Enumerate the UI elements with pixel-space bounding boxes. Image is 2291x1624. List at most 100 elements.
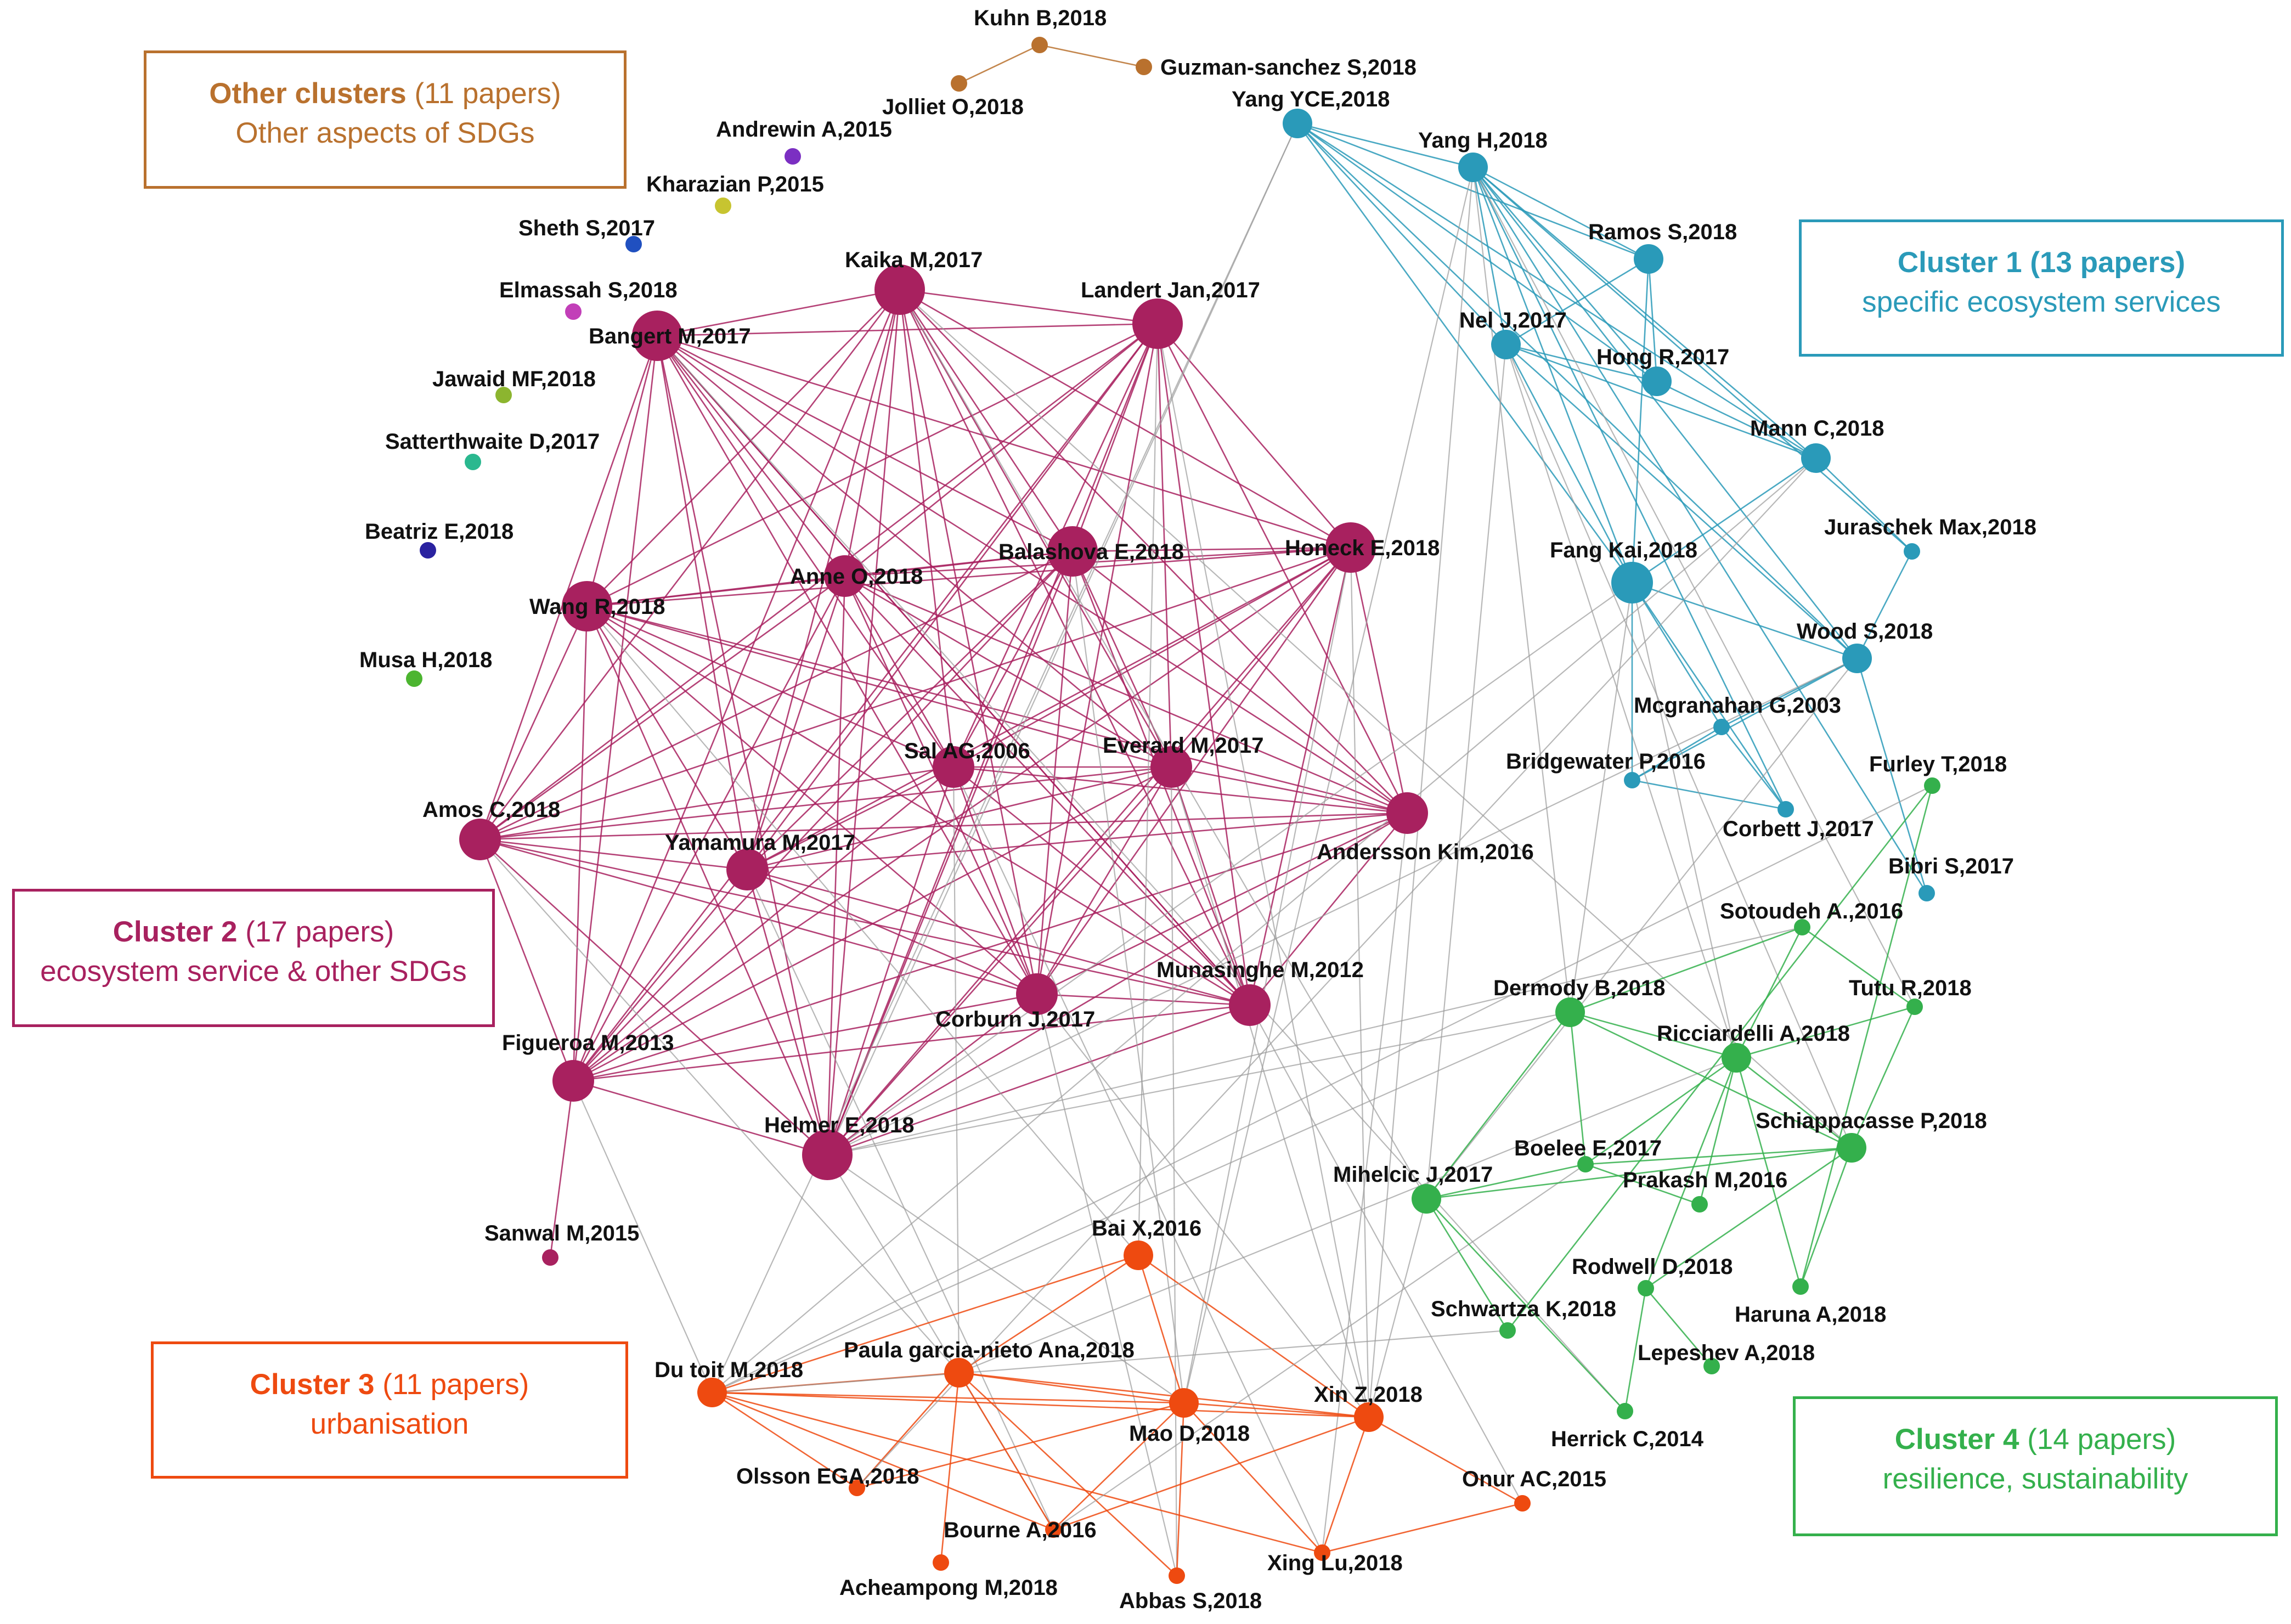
node-musa[interactable]	[406, 670, 422, 687]
edge-bangert-amos	[479, 335, 658, 840]
legend-cluster-3: Cluster 3 (11 papers) urbanisation	[151, 1341, 628, 1479]
edge-mcgranahan-corbett	[1720, 726, 1787, 810]
node-beatriz[interactable]	[420, 542, 436, 559]
node-fangkai[interactable]	[1611, 562, 1653, 604]
legend-cluster4-count: (14 papers)	[2019, 1423, 2176, 1456]
node-xinz[interactable]	[1354, 1402, 1384, 1432]
node-prakash[interactable]	[1691, 1196, 1708, 1213]
node-corburn[interactable]	[1016, 973, 1058, 1015]
edge-anneo-amos	[479, 575, 845, 841]
node-juraschek[interactable]	[1904, 543, 1920, 560]
node-furley[interactable]	[1924, 777, 1940, 794]
edge-kaika-anneo	[844, 289, 901, 577]
node-bourne[interactable]	[1045, 1521, 1062, 1538]
node-acheampong[interactable]	[933, 1554, 949, 1571]
node-bangert[interactable]	[632, 311, 682, 361]
node-herrick[interactable]	[1617, 1403, 1633, 1419]
node-rodwell[interactable]	[1638, 1280, 1654, 1296]
edge-mcgranahan-bridgewater	[1632, 726, 1722, 781]
node-xinglu[interactable]	[1314, 1544, 1330, 1561]
node-dutoit[interactable]	[697, 1378, 727, 1407]
edge-wangr-helmer	[586, 606, 828, 1155]
node-landert[interactable]	[1132, 298, 1183, 349]
edge-dermody-schiappacasse	[1570, 1011, 1852, 1149]
node-jolliet[interactable]	[951, 75, 967, 92]
node-sotoudeh[interactable]	[1794, 919, 1810, 935]
node-honeck[interactable]	[1325, 522, 1376, 573]
edge-xinz-xinglu	[1321, 1417, 1370, 1553]
node-ramos[interactable]	[1634, 244, 1663, 274]
edge-paula-olsson	[856, 1372, 960, 1488]
node-schiappacasse[interactable]	[1837, 1133, 1866, 1163]
node-everard[interactable]	[1150, 746, 1192, 788]
edge-yangyce-helmer	[826, 123, 1299, 1155]
edge-yangyce-ramos	[1297, 122, 1649, 260]
node-baix[interactable]	[1124, 1240, 1153, 1270]
node-guzman[interactable]	[1136, 59, 1152, 75]
edge-dutoit-olsson	[712, 1391, 857, 1489]
node-olsson[interactable]	[849, 1480, 865, 1496]
node-elmassah[interactable]	[565, 303, 582, 320]
edge-nel-woods	[1505, 344, 1858, 659]
node-abbas[interactable]	[1169, 1567, 1185, 1584]
edge-honeck-munasinghe	[1249, 547, 1352, 1006]
node-figueroa[interactable]	[552, 1060, 594, 1102]
node-andrewin[interactable]	[785, 148, 801, 165]
node-yamamura[interactable]	[726, 849, 768, 890]
node-woods[interactable]	[1842, 644, 1872, 673]
node-balashova[interactable]	[1047, 526, 1098, 577]
node-helmer[interactable]	[802, 1130, 853, 1180]
edge-fangkai-dermody	[1569, 582, 1633, 1013]
edge-amos-corburn	[479, 838, 1037, 995]
node-corbett[interactable]	[1778, 801, 1794, 817]
legend-cluster2-title: Cluster 2	[112, 916, 238, 948]
edge-figueroa-helmer	[573, 1080, 828, 1156]
node-andersson[interactable]	[1386, 792, 1428, 834]
edge-andersson-helmer	[827, 812, 1408, 1156]
node-mcgranahan[interactable]	[1713, 719, 1730, 735]
node-bibri[interactable]	[1918, 885, 1935, 901]
node-hong[interactable]	[1642, 366, 1672, 396]
edge-schiappacasse-mihelcic	[1426, 1147, 1852, 1200]
node-wangr[interactable]	[562, 581, 612, 631]
node-satterth[interactable]	[465, 454, 481, 470]
node-amos[interactable]	[459, 819, 501, 860]
node-label-yamamura: Yamamura M,2017	[665, 831, 855, 855]
edge-baix-maod	[1137, 1255, 1185, 1403]
node-mihelcic[interactable]	[1412, 1184, 1441, 1214]
node-dermody[interactable]	[1555, 997, 1585, 1027]
node-sanwal[interactable]	[542, 1249, 558, 1266]
node-jawaid[interactable]	[495, 387, 512, 403]
edge-furley-haruna	[1799, 785, 1933, 1287]
edge-yamamura-bourne	[747, 869, 1054, 1530]
edge-nel-fangkai	[1505, 344, 1633, 583]
node-bridgewater[interactable]	[1624, 772, 1640, 788]
node-haruna[interactable]	[1792, 1278, 1809, 1295]
node-label-honeck: Honeck E,2018	[1285, 536, 1440, 560]
node-kuhn[interactable]	[1031, 37, 1048, 53]
node-mann[interactable]	[1801, 443, 1831, 473]
node-label-dutoit: Du toit M,2018	[654, 1358, 803, 1382]
node-yangyce[interactable]	[1283, 109, 1312, 138]
node-label-jawaid: Jawaid MF,2018	[432, 367, 596, 391]
node-ricciardelli[interactable]	[1722, 1043, 1751, 1073]
node-yangh[interactable]	[1458, 153, 1488, 182]
node-schwartza[interactable]	[1499, 1322, 1516, 1339]
node-paula[interactable]	[944, 1358, 974, 1388]
node-kaika[interactable]	[874, 264, 925, 315]
edge-yangh-juraschek	[1472, 167, 1912, 552]
node-salag[interactable]	[933, 746, 974, 788]
edge-everard-amos	[479, 766, 1172, 841]
node-nel[interactable]	[1491, 330, 1521, 359]
node-onur[interactable]	[1514, 1495, 1531, 1512]
edge-fangkai-ricciardelli	[1631, 582, 1737, 1058]
node-lepeshev[interactable]	[1703, 1358, 1720, 1374]
node-sheth[interactable]	[625, 236, 642, 252]
node-anneo[interactable]	[824, 555, 866, 597]
node-maod[interactable]	[1169, 1388, 1199, 1418]
node-boelee[interactable]	[1577, 1156, 1594, 1172]
edge-helmer-maod	[827, 1154, 1184, 1403]
node-munasinghe[interactable]	[1229, 984, 1271, 1026]
node-kharazian[interactable]	[715, 198, 731, 214]
node-tuturu[interactable]	[1906, 999, 1923, 1015]
